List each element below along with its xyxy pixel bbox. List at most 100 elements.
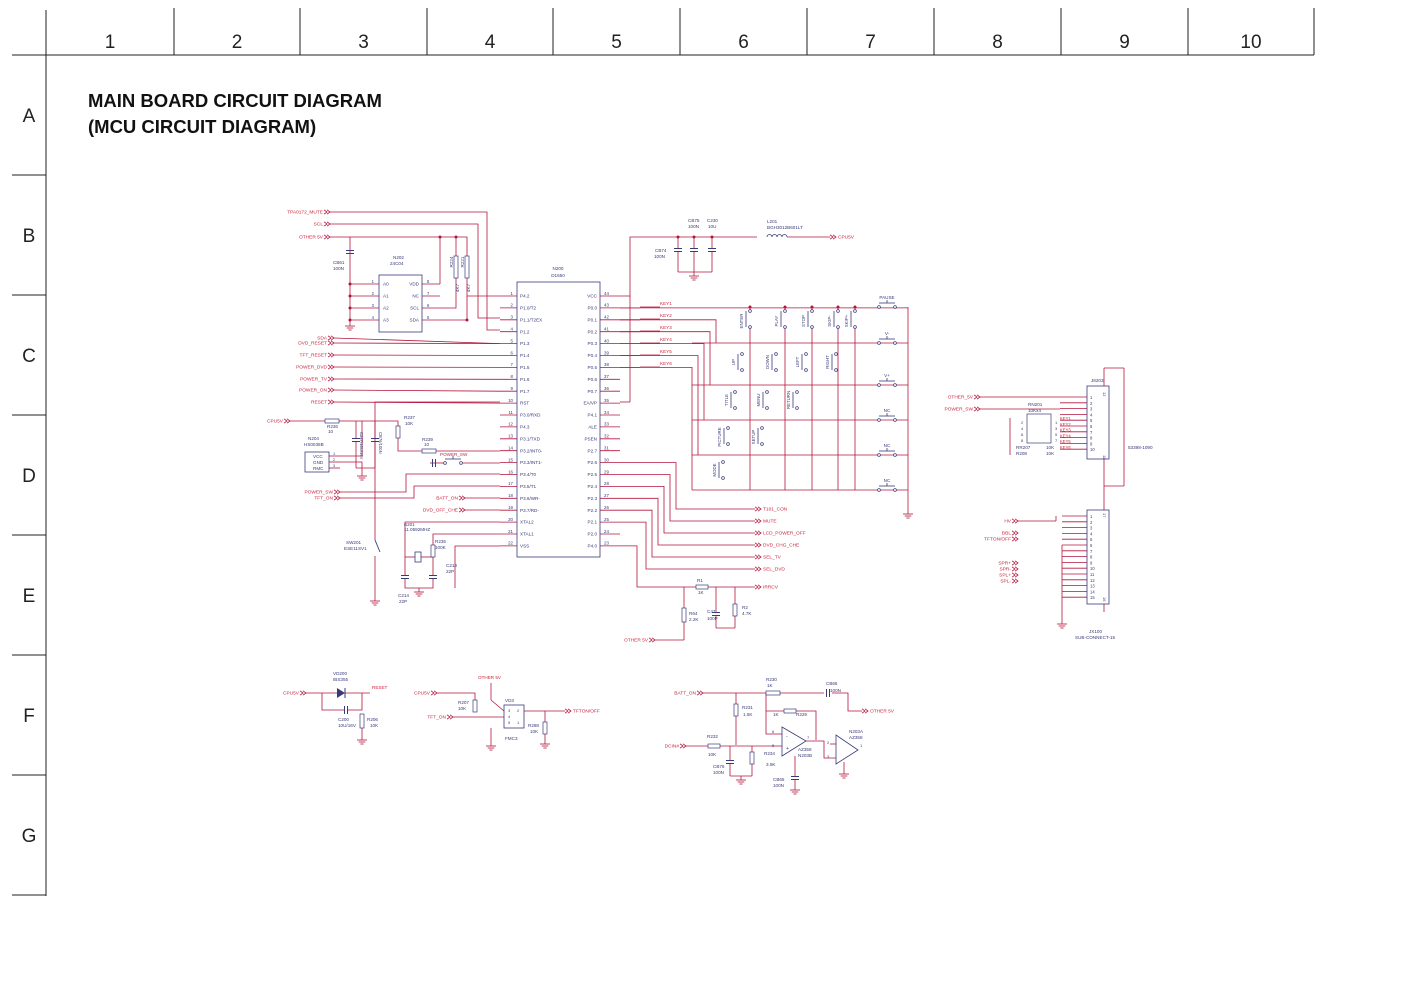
r288-value: 10K — [530, 729, 539, 734]
eeprom-pin-name: NC — [412, 294, 419, 299]
eeprom-pin-name: VDD — [409, 282, 419, 287]
junction-dot — [853, 305, 857, 309]
j8203-end: 12 — [1102, 392, 1107, 397]
keypad-switch-enter — [748, 325, 752, 329]
mcu-pin-number: 42 — [604, 315, 609, 320]
panel-switch-label-0: PAUSE — [879, 295, 894, 300]
wire-r207 — [437, 692, 476, 700]
net-label-lcd: LCD_POWER_OFF — [763, 531, 806, 537]
j8203-pin: 1 — [1090, 395, 1093, 400]
b201-ref: B201 — [404, 522, 415, 527]
key-label-3: KEY3 — [660, 325, 672, 330]
wire-seldvd — [620, 521, 755, 570]
panel-switch-2 — [877, 383, 881, 387]
junction-dot — [465, 318, 469, 322]
keypad-switch-mode — [721, 460, 725, 464]
wire-ir-vcc2 — [340, 421, 363, 457]
junction-dot — [810, 305, 814, 309]
net-arrow — [323, 234, 328, 240]
panel-switch-2 — [893, 383, 897, 387]
column-label-4: 4 — [485, 32, 496, 53]
j8203-pin: 4 — [1090, 412, 1093, 417]
keypad-switch-right — [834, 368, 838, 372]
net-arrow — [757, 584, 762, 590]
net-arrow — [1011, 536, 1016, 542]
n203b-part: AZ358 — [798, 747, 812, 752]
resistor-r231 — [733, 703, 739, 717]
j8203-pin: 7 — [1090, 430, 1093, 435]
keypad-switch-menu — [765, 406, 769, 410]
r229-ref: R229 — [796, 712, 807, 717]
inductor-l201 — [776, 234, 783, 238]
panel-switch-3 — [893, 418, 897, 422]
panel-switch-label-4: NC — [884, 443, 891, 448]
keypad-switch-setup — [760, 426, 764, 430]
power-sw-switch — [459, 461, 463, 465]
power-sw-switch — [443, 461, 447, 465]
mcu-pin-name: P0.6 — [588, 377, 598, 382]
ir-pin-number: 3 — [333, 464, 335, 468]
net-label-dvdr: DVD_RESET — [298, 341, 327, 347]
jx100-pin: 14 — [1090, 589, 1095, 594]
keypad-switch-enter — [748, 309, 752, 313]
net-arrow — [327, 335, 332, 341]
mcu-pin-name: P4.2 — [520, 294, 530, 299]
net-label-hv: HV — [1004, 519, 1011, 525]
net-label-scl: SCL — [314, 222, 324, 228]
net-arrow — [1011, 566, 1016, 572]
connector-jx100 — [1086, 509, 1110, 605]
column-label-10: 10 — [1240, 32, 1261, 53]
resistor-r207 — [472, 699, 478, 713]
jx100-pin: 1 — [1090, 514, 1093, 519]
vd3-pin: 2 — [517, 708, 520, 713]
net-arrow — [446, 714, 451, 720]
key-label-5: KEY5 — [660, 349, 672, 354]
mcu-pin-number: 3 — [511, 315, 514, 320]
panel-switch-5 — [877, 488, 881, 492]
row-label-E: E — [23, 586, 36, 607]
mcu-pin-number: 30 — [604, 457, 609, 462]
panel-switch-1 — [893, 341, 897, 345]
net-label-irrcv: IRRCV — [763, 585, 779, 591]
mcu-pin-number: 35 — [604, 398, 609, 403]
net-arrow — [973, 406, 978, 412]
keypad-switch-up — [740, 352, 744, 356]
resistor-r232 — [707, 743, 721, 749]
net-arrow — [327, 399, 332, 405]
mcu-pin-number: 8 — [511, 374, 514, 379]
l201-value: BGH3012B601LT — [767, 225, 803, 230]
net-arrow — [299, 690, 304, 696]
mcu-pin-name: P1.2 — [520, 329, 530, 334]
mcu-pin-name: P2.3 — [588, 496, 598, 501]
keypad-switch-stop — [810, 325, 814, 329]
c213-value: 22P — [446, 569, 454, 574]
vd3-value: FMC3 — [505, 736, 518, 741]
j8203-key-4: KEY4 — [1060, 433, 1071, 438]
r230-value: 1K — [767, 683, 774, 688]
keypad-label-skip+: SKIP+ — [844, 314, 849, 327]
c214-ref: C214 — [398, 593, 409, 598]
opamp-n203a — [835, 734, 859, 765]
net-label-cpu5v-top: CPU5V — [838, 235, 855, 241]
ir-pin-gnd: GND — [313, 460, 324, 465]
ir-pin-number: 1 — [333, 452, 335, 456]
mcu-pin-name: P0.0 — [588, 306, 598, 311]
jx100-pin: 11 — [1090, 572, 1095, 577]
mcu-pin-number: 4 — [511, 327, 514, 332]
ir-pin-rmc: RMC — [313, 466, 324, 471]
keypad-label-title: TITLE — [724, 394, 729, 406]
keypad-switch-picture — [726, 442, 730, 446]
junction-dot — [438, 235, 442, 239]
eeprom-pin-number: 5 — [427, 315, 430, 320]
opamp-plus: + — [786, 746, 789, 752]
keypad-label-left: LEFT — [795, 356, 800, 367]
net-label-t101: T101_CON — [763, 507, 788, 513]
mcu-pin-name: P0.5 — [588, 365, 598, 370]
c227-label: C227/10U/16V — [359, 432, 364, 460]
wire-sda — [333, 337, 501, 344]
cb66-value: 100N — [830, 688, 841, 693]
eeprom-pin-number: 2 — [372, 291, 375, 296]
mcu-pin-name: P0.2 — [588, 329, 598, 334]
junction-dot — [710, 235, 714, 239]
